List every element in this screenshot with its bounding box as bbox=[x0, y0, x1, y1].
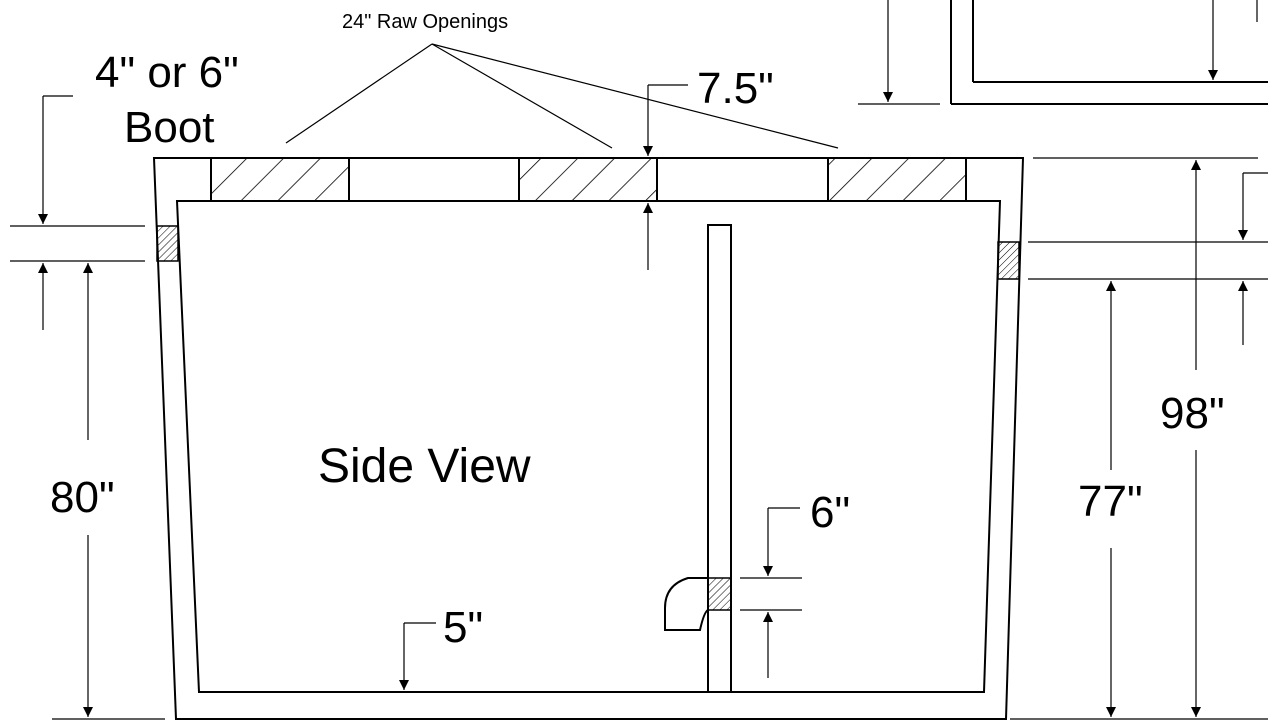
boot-label-line1: 4" or 6" bbox=[95, 48, 239, 97]
tank-outer-wall bbox=[152, 157, 1025, 720]
top-view-fragment bbox=[858, 0, 1268, 105]
baffle-pipe-opening bbox=[707, 577, 732, 611]
boot-label-line2: Boot bbox=[124, 103, 215, 152]
dimension-80 bbox=[52, 263, 165, 720]
boot-dimension bbox=[10, 95, 145, 330]
floor-thickness-label: 5" bbox=[443, 603, 483, 652]
elbow-pipe bbox=[664, 577, 709, 631]
raw-openings-label: 24" Raw Openings bbox=[342, 11, 508, 33]
lid-openings bbox=[210, 157, 967, 202]
baffle-wall bbox=[707, 224, 732, 693]
raw-openings-leaders bbox=[285, 43, 839, 149]
outlet-boot-right bbox=[997, 241, 1020, 280]
pipe-dimension-label: 6" bbox=[810, 488, 850, 537]
inlet-boot-left bbox=[156, 225, 179, 262]
overall-height-label: 98" bbox=[1160, 389, 1225, 438]
inner-height-label: 77" bbox=[1078, 477, 1143, 526]
dimension-7-5 bbox=[643, 84, 688, 270]
left-height-label: 80" bbox=[50, 473, 115, 522]
top-thickness-label: 7.5" bbox=[697, 64, 774, 113]
dimension-5 bbox=[399, 622, 436, 690]
dimension-6 bbox=[740, 507, 802, 678]
right-dimensions bbox=[1010, 157, 1268, 720]
tank-inner-wall bbox=[175, 200, 1002, 693]
side-view-title: Side View bbox=[318, 440, 531, 493]
